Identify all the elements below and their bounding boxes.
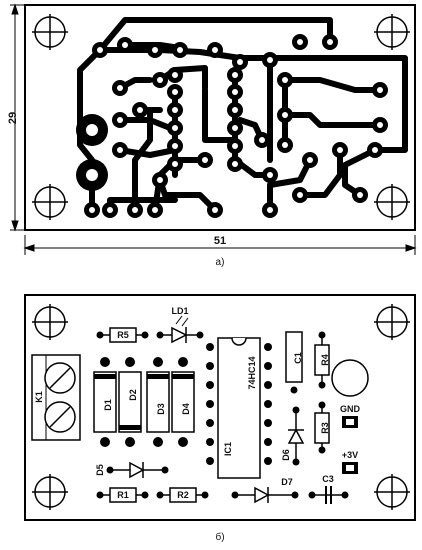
c1-label: C1 [293, 352, 303, 364]
resistor-r4: R4 [314, 331, 330, 389]
pcb-pad-holes [89, 39, 383, 213]
assembly-view: R5 LD1 K1 D1 [24, 294, 416, 543]
r4-label: R4 [320, 354, 330, 366]
terminal-k1: K1 [31, 354, 81, 441]
pcb-mount-holes [32, 14, 410, 220]
plus3v-label: +3V [342, 450, 358, 460]
d3-label: D3 [156, 403, 166, 415]
gnd-pad: GND [340, 404, 361, 428]
ic-ic1: 74HC14 IC1 [206, 337, 272, 479]
diode-d6: D6 [281, 406, 305, 466]
resistor-r5: R5 [96, 327, 149, 343]
c3-label: C3 [322, 474, 334, 484]
d5-label: D5 [95, 464, 105, 476]
capacitor-c3: C3 [308, 474, 349, 504]
d2-label: D2 [128, 389, 138, 401]
k1-label: K1 [34, 391, 44, 403]
pcb-caption: а) [216, 257, 225, 268]
d4-label: D4 [181, 403, 191, 415]
diode-d3: D3 [146, 357, 170, 447]
diode-d2: D2 [118, 357, 142, 447]
assembly-mount-holes [32, 304, 410, 510]
plus3v-pad: +3V [342, 450, 358, 474]
gnd-label: GND [340, 404, 361, 414]
round-transducer [331, 359, 369, 397]
d6-label: D6 [281, 449, 291, 461]
r3-label: R3 [320, 422, 330, 434]
pcb-height-label: 29 [7, 112, 19, 124]
d1-label: D1 [103, 399, 113, 411]
r5-label: R5 [117, 330, 129, 340]
pcb-large-pads [76, 114, 108, 191]
r2-label: R2 [177, 490, 189, 500]
resistor-r3: R3 [314, 401, 330, 454]
pcb-dimensions [10, 3, 417, 255]
d7-label: D7 [281, 477, 293, 487]
ic-part-number: 74HC14 [247, 356, 257, 389]
diode-d4: D4 [171, 357, 195, 447]
led-ld1: LD1 [156, 306, 204, 344]
capacitor-c1: C1 [285, 331, 303, 394]
pcb-view: 29 51 а) [7, 3, 417, 268]
assembly-caption: б) [215, 531, 224, 543]
diode-d5: D5 [95, 461, 169, 479]
ic-ref-label: IC1 [223, 442, 233, 456]
resistor-r1: R1 [96, 487, 149, 503]
diode-d7: D7 [231, 477, 299, 504]
ld1-label: LD1 [171, 306, 188, 316]
r1-label: R1 [117, 490, 129, 500]
resistor-r2: R2 [156, 487, 209, 503]
diode-d1: D1 [93, 357, 117, 447]
pcb-width-label: 51 [214, 235, 226, 247]
